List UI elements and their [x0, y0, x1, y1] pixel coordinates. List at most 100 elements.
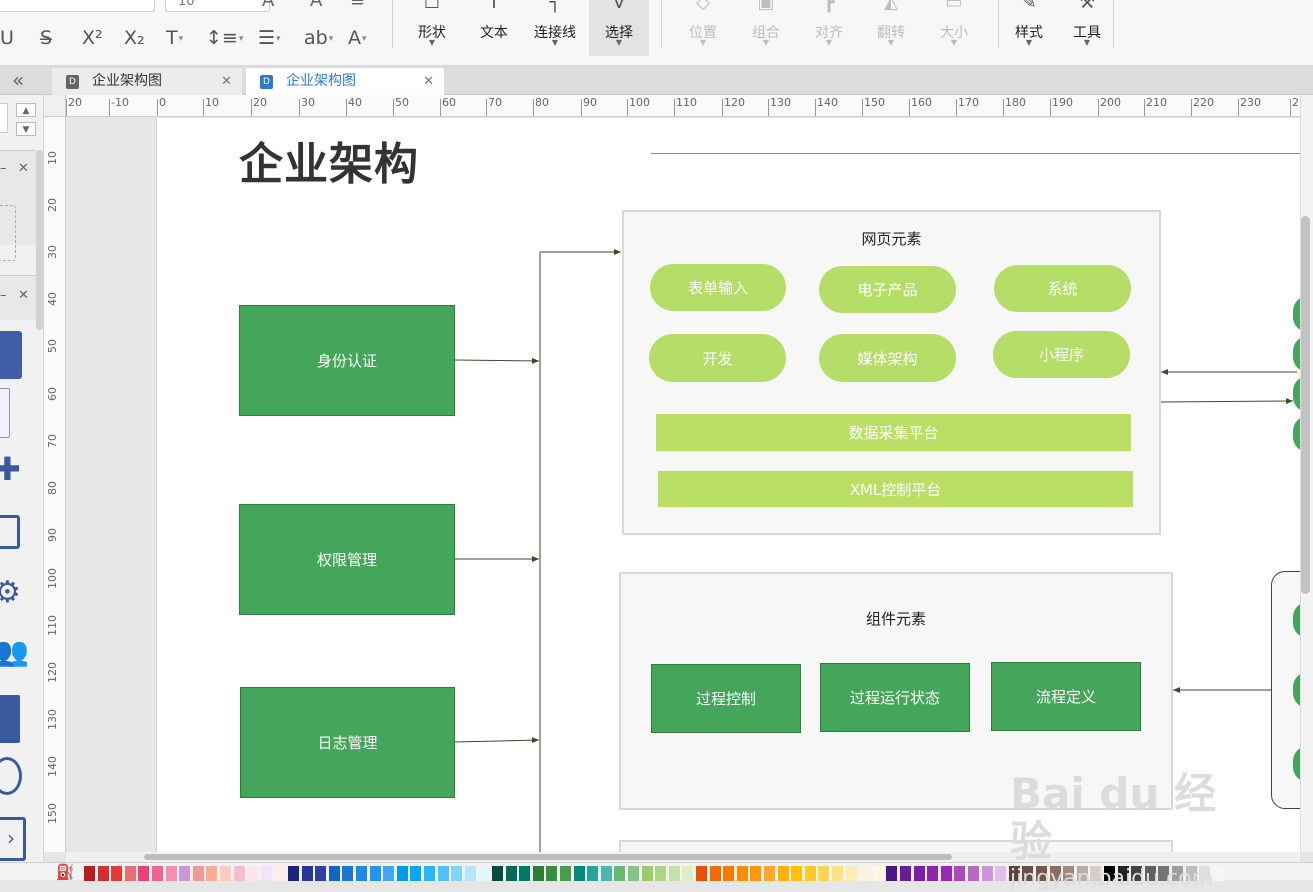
color-swatch[interactable]: [1144, 866, 1156, 881]
color-swatch[interactable]: [192, 866, 204, 881]
color-swatch[interactable]: [1212, 866, 1224, 881]
color-swatch[interactable]: [396, 866, 408, 881]
permission-mgmt-box[interactable]: 权限管理: [239, 504, 455, 615]
color-swatch[interactable]: [437, 866, 449, 881]
scroll-down-icon[interactable]: ▼: [16, 122, 36, 136]
color-swatch[interactable]: [111, 866, 123, 881]
color-swatch[interactable]: [1199, 866, 1211, 881]
color-swatch[interactable]: [560, 866, 571, 881]
color-swatch[interactable]: [519, 866, 531, 881]
partial-shape-right[interactable]: [1293, 602, 1300, 638]
color-swatch[interactable]: [927, 866, 939, 881]
color-swatch[interactable]: [614, 866, 626, 881]
toolbar-button-group[interactable]: ▣组合▼: [739, 0, 793, 56]
color-swatch[interactable]: [97, 866, 109, 881]
text-case-icon[interactable]: ab▾: [304, 28, 333, 49]
color-swatch[interactable]: [859, 866, 871, 881]
toolbar-button-size[interactable]: ▭大小▼: [927, 0, 981, 56]
horizontal-scroll-thumb[interactable]: [144, 854, 952, 860]
close-icon[interactable]: ✕: [423, 74, 434, 89]
minimize-icon[interactable]: –: [0, 288, 7, 303]
strikethrough-icon[interactable]: S̶: [40, 28, 52, 48]
partial-shape-right[interactable]: [1293, 416, 1300, 452]
color-swatch[interactable]: [492, 866, 503, 881]
color-swatch[interactable]: [369, 866, 381, 881]
color-swatch[interactable]: [288, 866, 299, 881]
bar-xml-control[interactable]: XML控制平台: [658, 471, 1133, 507]
color-swatch[interactable]: [900, 866, 911, 881]
color-swatch[interactable]: [1104, 866, 1115, 881]
log-mgmt-box[interactable]: 日志管理: [240, 687, 455, 798]
color-swatch[interactable]: [220, 866, 231, 881]
color-swatch[interactable]: [913, 866, 925, 881]
pill-form-input[interactable]: 表单输入: [650, 264, 786, 311]
diagram-title[interactable]: 企业架构: [239, 139, 419, 190]
building-icon[interactable]: [0, 695, 20, 743]
bar-data-collection[interactable]: 数据采集平台: [656, 414, 1131, 451]
color-swatch[interactable]: [968, 866, 979, 881]
color-swatch[interactable]: [315, 866, 327, 881]
pill-development[interactable]: 开发: [649, 334, 786, 382]
canvas-area[interactable]: 企业架构 身份认证 权限管理: [66, 118, 1300, 852]
collapse-panel-icon[interactable]: «: [12, 68, 25, 92]
color-swatch[interactable]: [301, 866, 313, 881]
color-swatch[interactable]: [356, 866, 367, 881]
terminal-icon[interactable]: ›: [0, 817, 26, 861]
pill-mini-program[interactable]: 小程序: [993, 331, 1130, 378]
color-swatch[interactable]: [179, 866, 191, 881]
partial-shape-right[interactable]: [1293, 376, 1300, 412]
fill-bucket-icon[interactable]: ⛽: [56, 863, 75, 881]
pill-media-architecture[interactable]: 媒体架构: [819, 334, 956, 382]
toolbar-button-flip[interactable]: ◭翻转▼: [864, 0, 918, 56]
color-swatch[interactable]: [1049, 866, 1061, 881]
color-swatch[interactable]: [940, 866, 952, 881]
subscript-icon[interactable]: X₂: [124, 28, 145, 48]
pill-system[interactable]: 系统: [994, 265, 1131, 312]
color-swatch[interactable]: [981, 866, 993, 881]
bullet-list-icon[interactable]: ☰▾: [258, 28, 281, 49]
line-spacing-icon[interactable]: ↕≡▾: [206, 28, 243, 49]
color-swatch[interactable]: [1022, 866, 1034, 881]
color-swatch[interactable]: [383, 866, 395, 881]
connector-lines[interactable]: [157, 118, 1300, 852]
color-swatch[interactable]: [832, 866, 843, 881]
color-swatch[interactable]: [532, 866, 544, 881]
color-swatch[interactable]: [682, 866, 694, 881]
color-swatch[interactable]: [138, 866, 150, 881]
partial-container-bottom[interactable]: [619, 840, 1173, 852]
decrease-font-icon[interactable]: A: [310, 0, 323, 11]
underline-icon[interactable]: U: [0, 28, 14, 48]
color-swatch[interactable]: [736, 866, 748, 881]
hardware-icon[interactable]: ⚙: [0, 575, 21, 610]
font-color-icon[interactable]: A▾: [348, 28, 367, 49]
color-swatch[interactable]: [818, 866, 830, 881]
color-swatch[interactable]: [845, 866, 857, 881]
toolbar-button-connector[interactable]: ┐连接线▼: [528, 0, 582, 56]
color-swatch[interactable]: [328, 866, 340, 881]
puzzle-icon[interactable]: ✚: [0, 450, 21, 488]
color-swatch[interactable]: [247, 866, 259, 881]
color-swatch[interactable]: [410, 866, 422, 881]
color-swatch[interactable]: [342, 866, 354, 881]
scroll-up-icon[interactable]: ▲: [16, 103, 36, 117]
color-swatch[interactable]: [152, 866, 163, 881]
color-swatch[interactable]: [505, 866, 517, 881]
color-swatch[interactable]: [1076, 866, 1088, 881]
toolbar-button-shape[interactable]: ☐形状▼: [405, 0, 459, 56]
color-swatch[interactable]: [750, 866, 762, 881]
toolbar-button-tools[interactable]: ⚒工具▼: [1060, 0, 1114, 56]
color-swatch[interactable]: [478, 866, 490, 881]
font-size-field[interactable]: 10: [165, 0, 270, 12]
toolbar-button-align[interactable]: ┣对齐▼: [802, 0, 856, 56]
rectangle-shape-icon[interactable]: [0, 331, 22, 379]
color-swatch[interactable]: [764, 866, 775, 881]
color-swatch[interactable]: [668, 866, 680, 881]
color-swatch[interactable]: [1008, 866, 1020, 881]
color-swatch[interactable]: [696, 866, 707, 881]
color-swatch[interactable]: [1063, 866, 1075, 881]
search-field[interactable]: [0, 103, 8, 133]
color-swatch[interactable]: [995, 866, 1007, 881]
color-swatch[interactable]: [1090, 866, 1102, 881]
